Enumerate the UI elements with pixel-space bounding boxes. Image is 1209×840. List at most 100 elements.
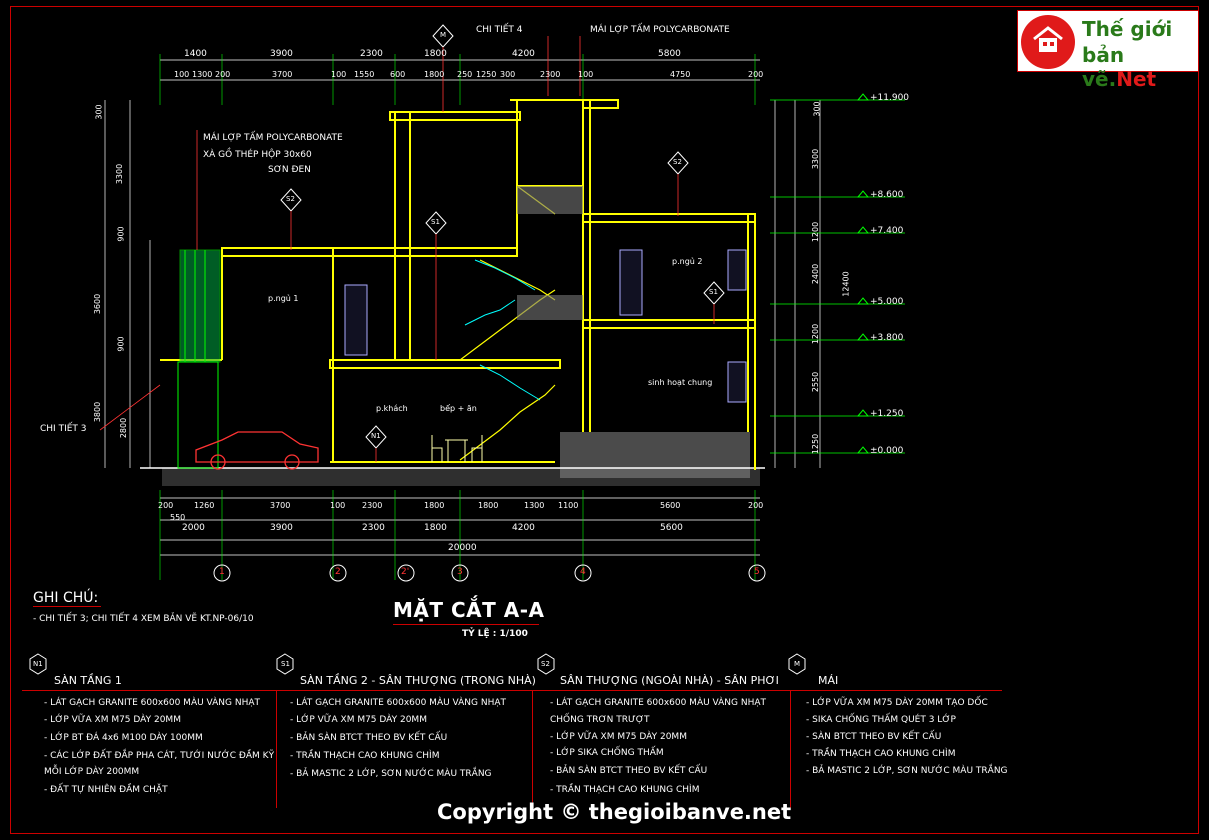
level-lines xyxy=(770,99,905,454)
level-label: +1.250 xyxy=(870,409,904,419)
right-dim: 3300 xyxy=(811,148,821,170)
axis-label: 2' xyxy=(401,567,410,577)
notes-text: - CHI TIẾT 3; CHI TIẾT 4 XEM BẢN VẼ KT.N… xyxy=(33,614,254,624)
notes-title: GHI CHÚ: xyxy=(33,590,99,606)
drawing-border xyxy=(10,6,1199,834)
level-label: +8.600 xyxy=(870,190,904,200)
bottom-dim: 1100 xyxy=(558,501,579,510)
top-dim: 1800 xyxy=(424,49,447,59)
bottom-dim2: 3900 xyxy=(270,523,293,533)
house-icon xyxy=(1033,26,1063,52)
spec-item: - LỚP SIKA CHỐNG THẤM xyxy=(550,748,664,758)
logo-line2-accent: Net xyxy=(1116,67,1157,91)
spec-title: MÁI xyxy=(818,674,839,687)
axis-label: 3 xyxy=(457,567,463,577)
logo-line1: Thế giới xyxy=(1082,17,1173,41)
spec-header-rule xyxy=(22,690,1002,691)
top-dim2: 100 xyxy=(331,70,347,79)
spec-column-divider xyxy=(276,690,277,808)
tag-s2-right: S2 xyxy=(673,158,682,166)
doors-windows xyxy=(344,249,747,403)
spec-tags xyxy=(29,653,806,675)
tag-n1: N1 xyxy=(371,432,381,440)
car xyxy=(195,431,319,470)
detail4-label: CHI TIẾT 4 xyxy=(476,25,523,35)
left-dim: 3300 xyxy=(115,163,125,185)
logo-line2-main: bản vẽ. xyxy=(1082,43,1125,91)
spec-item: - TRẦN THẠCH CAO KHUNG CHÌM xyxy=(550,785,700,795)
hatched-walls xyxy=(517,186,583,320)
axis-label: 1 xyxy=(219,567,225,577)
top-dim2: 100 xyxy=(174,70,190,79)
section-tags xyxy=(280,24,725,449)
site-logo[interactable]: Thế giới bản vẽ.Net xyxy=(1017,10,1199,91)
spec-item: - BẢ MASTIC 2 LỚP, SƠN NƯỚC MÀU TRẮNG xyxy=(290,769,492,779)
spec-item: - LỚP VỮA XM M75 DÀY 20MM TẠO DỐC xyxy=(806,698,988,708)
bottom-small-dim: 550 xyxy=(170,513,186,522)
tag-s1: S1 xyxy=(431,218,440,226)
spec-title: SÀN TẦNG 2 - SÂN THƯỢNG (TRONG NHÀ) xyxy=(300,674,536,687)
spec-item: - LỚP VỮA XM M75 DÀY 20MM xyxy=(550,732,687,742)
bottom-dim2: 5600 xyxy=(660,523,683,533)
top-dim2: 1300 xyxy=(192,70,213,79)
copyright-watermark: Copyright © thegioibanve.net xyxy=(437,800,792,824)
top-dim2: 200 xyxy=(215,70,231,79)
right-dim: 1250 xyxy=(811,433,821,455)
right-dim: 300 xyxy=(812,101,822,117)
top-dim: 2300 xyxy=(360,49,383,59)
bottom-total: 20000 xyxy=(448,543,477,553)
spec-item: - TRẦN THẠCH CAO KHUNG CHÌM xyxy=(806,749,956,759)
top-dim2: 250 xyxy=(457,70,473,79)
level-label: +7.400 xyxy=(870,226,904,236)
left-dim: 900 xyxy=(116,226,126,242)
top-dim2: 200 xyxy=(748,70,764,79)
room-kitchen: bếp + ăn xyxy=(440,404,477,413)
drawing-scale: TỶ LỆ : 1/100 xyxy=(462,629,528,639)
bottom-dim: 200 xyxy=(748,501,764,510)
spec-item: - BẢ MASTIC 2 LỚP, SƠN NƯỚC MÀU TRẮNG xyxy=(806,766,1008,776)
bottom-dim: 2300 xyxy=(362,501,383,510)
bottom-dim: 1260 xyxy=(194,501,215,510)
spec-item: - SÀN BTCT THEO BV KẾT CẤU xyxy=(806,732,942,742)
spec-item: - LỚP VỮA XM M75 DÀY 20MM xyxy=(44,715,181,725)
spec-item: - LỚP VỮA XM M75 DÀY 20MM xyxy=(290,715,427,725)
top-dim2: 1800 xyxy=(424,70,445,79)
bottom-dim: 1800 xyxy=(478,501,499,510)
top-dim2: 1250 xyxy=(476,70,497,79)
right-dim: 1200 xyxy=(811,323,821,345)
top-dim2: 600 xyxy=(390,70,406,79)
bottom-dim: 1800 xyxy=(424,501,445,510)
level-markers xyxy=(856,93,870,454)
spec-tag: N1 xyxy=(33,660,43,668)
bottom-dim2: 2000 xyxy=(182,523,205,533)
bottom-dim: 1300 xyxy=(524,501,545,510)
bottom-dim: 200 xyxy=(158,501,174,510)
spec-column-divider xyxy=(532,690,533,808)
top-dim: 4200 xyxy=(512,49,535,59)
left-dim: 300 xyxy=(94,104,104,120)
bottom-dim: 5600 xyxy=(660,501,681,510)
top-dim: 1400 xyxy=(184,49,207,59)
spec-title: SÂN THƯỢNG (NGOÀI NHÀ) - SÂN PHƠI xyxy=(560,674,779,687)
facade-glazing xyxy=(177,249,221,469)
tag-s2: S2 xyxy=(286,195,295,203)
spec-item: - BẢN SÀN BTCT THEO BV KẾT CẤU xyxy=(290,733,448,743)
vertical-dimension-lines xyxy=(104,100,821,468)
dining-set xyxy=(431,435,483,462)
top-dim: 3900 xyxy=(270,49,293,59)
spec-item: MỖI LỚP DÀY 200MM xyxy=(44,767,140,777)
notes-underline xyxy=(33,606,101,607)
stair-railing xyxy=(464,259,541,401)
spec-item: - SIKA CHỐNG THẤM QUÉT 3 LỚP xyxy=(806,715,956,725)
bottom-dim: 100 xyxy=(330,501,346,510)
left-dim: 900 xyxy=(116,336,126,352)
top-dim2: 2300 xyxy=(540,70,561,79)
spec-item: - BẢN SÀN BTCT THEO BV KẾT CẤU xyxy=(550,766,708,776)
right-dim: 2550 xyxy=(811,371,821,393)
spec-item: - LÁT GẠCH GRANITE 600x600 MÀU VÀNG NHẠT xyxy=(550,698,767,708)
top-dim2: 300 xyxy=(500,70,516,79)
logo-line2: bản vẽ.Net xyxy=(1082,43,1198,91)
spec-column-divider xyxy=(790,690,791,808)
top-dim: 5800 xyxy=(658,49,681,59)
